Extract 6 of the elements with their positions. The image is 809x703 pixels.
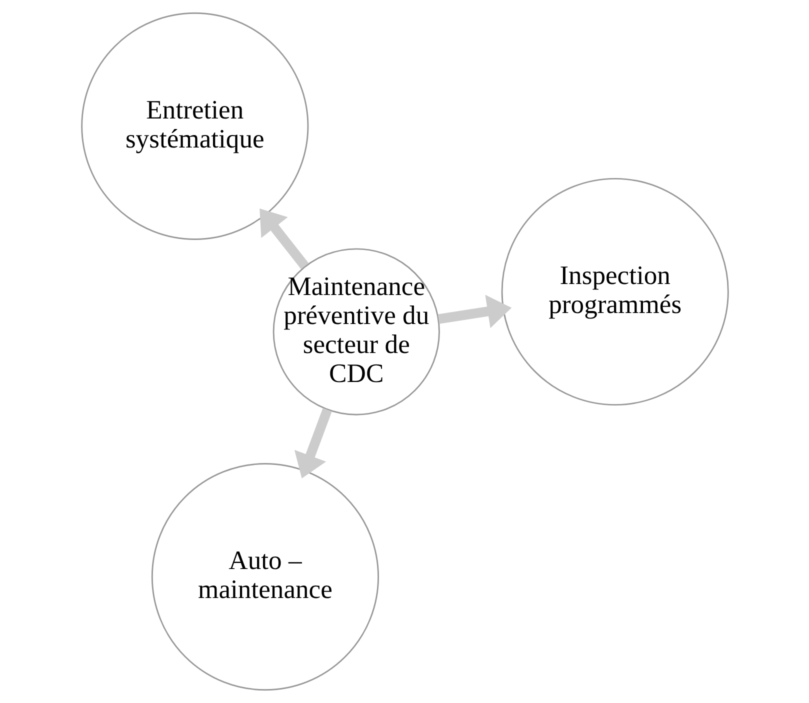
arrow (259, 208, 308, 270)
node-circle: Auto – maintenance (150, 463, 379, 691)
node-circle: Maintenance préventive du secteur de CDC (272, 248, 440, 416)
arrow (294, 408, 332, 478)
arrow (437, 294, 512, 328)
node-circle: Inspection programmés (500, 178, 728, 406)
